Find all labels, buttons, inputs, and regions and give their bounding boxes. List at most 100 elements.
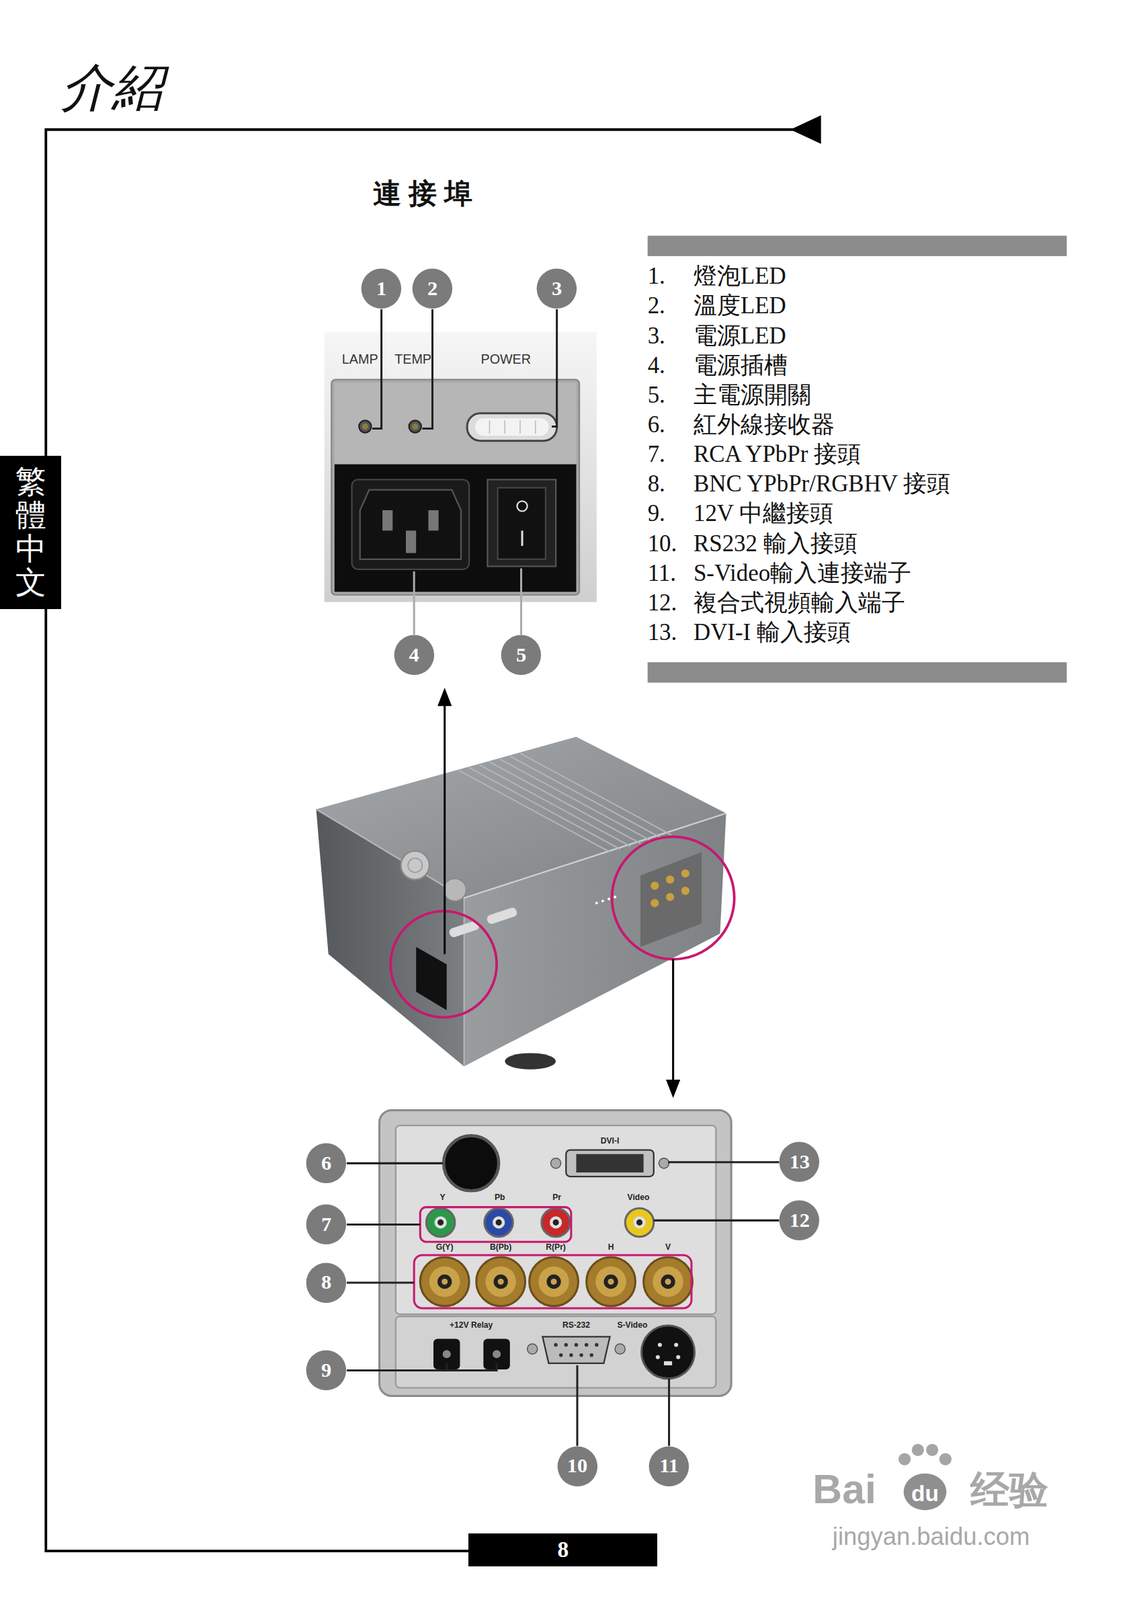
projector-photo	[510, 756, 662, 838]
port-label: Pr	[552, 1192, 562, 1203]
connector-panel-photo	[437, 1219, 444, 1226]
indicator-panel-photo	[382, 510, 393, 531]
leader-line	[346, 1362, 497, 1371]
connector-panel-photo	[546, 1274, 561, 1289]
projector-photo	[407, 858, 423, 873]
list-bar	[647, 235, 1068, 257]
callout-text: 2	[427, 277, 438, 300]
indicator-panel-photo	[521, 530, 524, 546]
connector-panel-photo	[553, 1219, 560, 1226]
list-item: 12V 中繼接頭	[693, 499, 834, 527]
projector-photo	[613, 895, 617, 898]
connector-panel-photo	[529, 1256, 579, 1306]
projector-photo	[400, 850, 429, 880]
port-label: Y	[440, 1192, 446, 1203]
indicator-panel-photo	[409, 420, 422, 433]
page-title: 介紹	[61, 58, 164, 117]
leader-line	[372, 309, 558, 635]
list-number: 8.	[647, 470, 666, 498]
callout-text: 13	[789, 1150, 810, 1173]
callout-text: 10	[567, 1454, 588, 1477]
indicator-panel-photo	[428, 510, 439, 531]
page-frame	[790, 115, 822, 145]
indicator-panel-photo	[334, 464, 577, 593]
callout-text: 12	[789, 1208, 810, 1232]
indicator-panel-photo	[411, 423, 418, 430]
leader-line	[551, 309, 558, 427]
list-number: 4.	[647, 352, 666, 380]
leader-line	[667, 1378, 671, 1446]
callout-circle	[361, 268, 402, 309]
connector-panel-photo	[643, 1256, 693, 1306]
callout-text: 4	[409, 643, 420, 666]
connector-panel-photo	[559, 1352, 563, 1357]
watermark: 经验	[970, 1467, 1049, 1512]
callout-circle	[779, 1200, 820, 1240]
connector-panel-photo	[595, 1266, 627, 1298]
highlight-circle	[390, 836, 734, 1018]
connector-panel-photo	[553, 1342, 558, 1347]
connector-panel-photo	[395, 1315, 717, 1388]
list-number: 3.	[647, 322, 666, 350]
connector-panel-photo	[575, 1153, 644, 1173]
connector-panel-photo	[589, 1352, 593, 1357]
connector-panel-photo	[565, 1149, 654, 1177]
callout-number: 2	[411, 268, 453, 310]
watermark-paw	[926, 1443, 939, 1456]
connector-panel-photo	[527, 1343, 538, 1354]
pointer-arrow	[443, 703, 446, 954]
connector-panel-photo	[579, 1352, 583, 1357]
projector-photo	[640, 851, 702, 947]
connector-panel-photo	[594, 1342, 599, 1347]
callout-number: 6	[305, 1142, 347, 1184]
projector-photo	[601, 899, 605, 902]
callout-text: 5	[516, 643, 527, 666]
indicator-panel-photo	[334, 382, 577, 464]
callout-number: 13	[778, 1141, 820, 1183]
connector-panel-photo	[551, 1157, 562, 1168]
connector-panel-photo	[633, 1215, 646, 1228]
projector-photo	[315, 809, 464, 898]
leader-line	[346, 1161, 443, 1164]
connector-panel-photo	[658, 1157, 669, 1168]
connector-panel-photo	[614, 1343, 625, 1354]
callout-text: 6	[321, 1151, 332, 1175]
section-heading: 連接埠	[372, 177, 480, 211]
indicator-panel-photo	[467, 413, 558, 441]
callout-text: 3	[551, 277, 562, 300]
indicator-panel-photo	[489, 420, 491, 434]
connector-panel-photo	[495, 1219, 503, 1226]
connector-panel-photo	[493, 1274, 509, 1289]
panel-label: POWER	[480, 351, 531, 367]
indicator-panel-photo	[405, 530, 416, 553]
projector-photo	[504, 1052, 556, 1069]
callout-text: 11	[659, 1454, 679, 1477]
projector-photo	[499, 758, 652, 841]
projector-photo	[415, 946, 447, 1011]
indicator-panel-photo	[360, 489, 462, 560]
indicator-panel-photo	[497, 487, 546, 560]
leader-line	[667, 1160, 779, 1163]
leader-line	[520, 567, 523, 635]
watermark: jingyan.baidu.com	[832, 1522, 1030, 1551]
callout-circle	[779, 1141, 820, 1182]
port-label: S-Video	[616, 1320, 648, 1330]
projector-photo	[665, 874, 675, 884]
watermark-paw	[898, 1452, 911, 1465]
leader-line	[346, 1280, 414, 1283]
connector-panel-photo	[674, 1342, 679, 1347]
page-frame	[45, 115, 821, 1552]
connector-panel-photo	[485, 1266, 517, 1298]
projector-photo	[520, 752, 672, 834]
leader-line	[445, 1362, 448, 1371]
list-bar	[647, 235, 1068, 683]
highlight-frame	[413, 1254, 692, 1308]
leader-line	[346, 1161, 779, 1446]
connector-panel-photo	[442, 1349, 451, 1358]
projector-photo	[650, 898, 659, 907]
list-bar	[647, 661, 1068, 683]
indicator-panel-photo	[324, 331, 597, 602]
projector-photo	[681, 868, 690, 877]
list-item: 主電源開關	[693, 381, 812, 409]
connector-panel-photo	[443, 1135, 499, 1191]
